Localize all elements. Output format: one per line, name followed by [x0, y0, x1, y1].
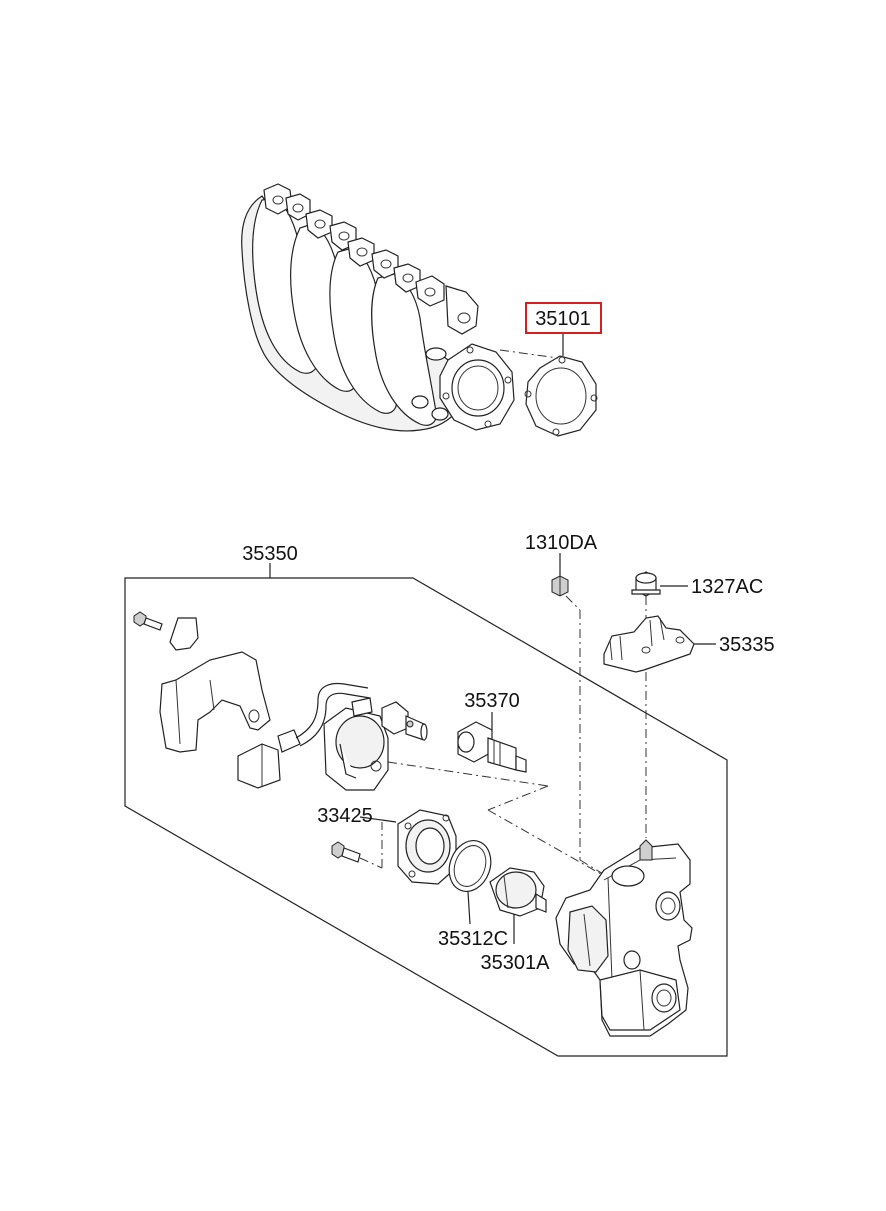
bolt-dash-a — [359, 857, 383, 869]
solenoid-dash-c — [487, 809, 609, 879]
bolt-1310 — [551, 575, 569, 597]
intake-manifold — [241, 183, 515, 432]
solenoid-dash — [387, 761, 549, 787]
bolt-1310-dash-c — [579, 859, 611, 879]
nut-1327 — [631, 571, 661, 597]
label-35301a[interactable]: 35301A — [481, 952, 551, 974]
oring-leader — [467, 891, 471, 925]
connector-harness — [237, 682, 371, 789]
label-33425[interactable]: 33425 — [317, 805, 373, 827]
hose-fitting — [381, 701, 428, 741]
label-35350[interactable]: 35350 — [242, 543, 298, 565]
label-35312c[interactable]: 35312C — [438, 928, 508, 950]
sensor-35370 — [457, 721, 527, 773]
label-1327ac[interactable]: 1327AC — [691, 576, 763, 598]
throttle-body — [555, 839, 693, 1037]
throttle-gasket — [524, 355, 598, 437]
solenoid-33425 — [323, 697, 389, 791]
bracket-35335 — [603, 615, 695, 673]
assembly-frame — [124, 577, 728, 1057]
oring-35312c — [448, 840, 492, 892]
label-35370[interactable]: 35370 — [464, 690, 520, 712]
valve-35301a — [489, 867, 547, 917]
bolt-1310-dash-a — [565, 595, 581, 611]
highlight-box — [525, 302, 602, 334]
label-35101[interactable]: 35101 — [535, 308, 591, 330]
label-35335[interactable]: 35335 — [719, 634, 775, 656]
actuator-leader — [359, 816, 397, 823]
gasket-leader-dash — [499, 349, 559, 359]
label-1310da[interactable]: 1310DA — [525, 532, 598, 554]
actuator-bolt — [331, 841, 361, 863]
mount-bracket — [133, 611, 271, 753]
solenoid-dash-b — [487, 785, 549, 811]
actuator-33425 — [397, 809, 457, 885]
